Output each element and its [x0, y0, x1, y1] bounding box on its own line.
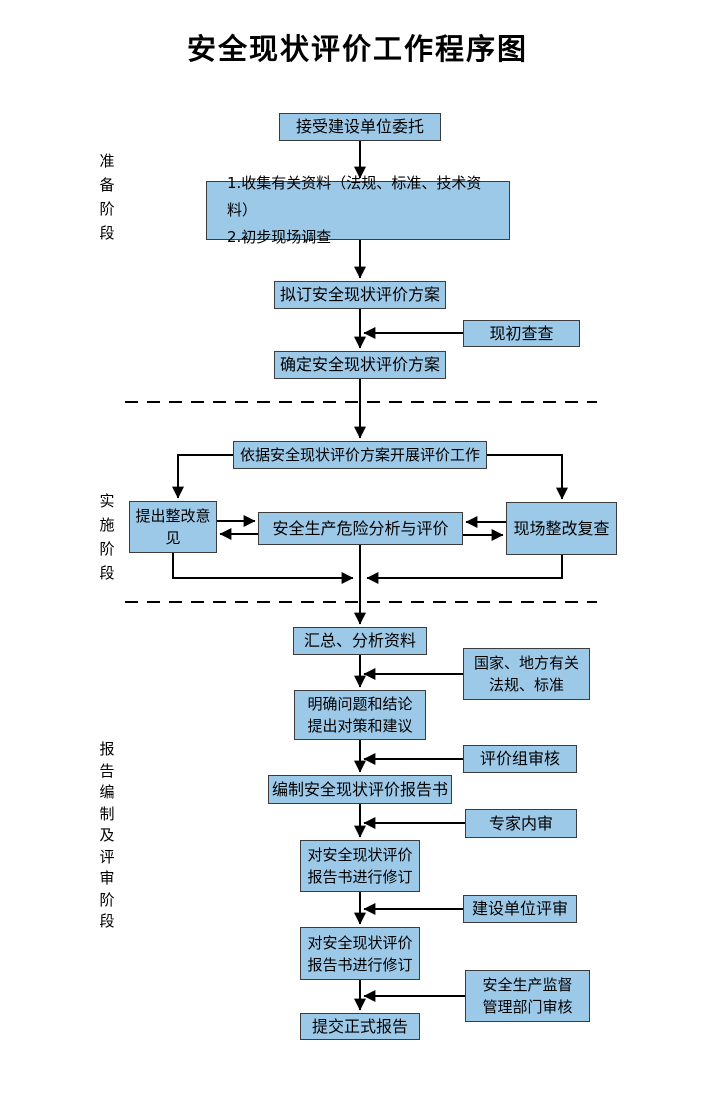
phase-label-reporting: 报告编制及评审阶段 — [99, 740, 115, 930]
node-summarize-analyze: 汇总、分析资料 — [293, 627, 427, 655]
node-compile-label: 编制安全现状评价报告书 — [271, 779, 448, 799]
node-risk-analysis: 安全生产危险分析与评价 — [258, 512, 463, 545]
node-revise1-line1: 对安全现状评价 — [307, 846, 413, 864]
diagram-title: 安全现状评价工作程序图 — [186, 32, 528, 66]
node-revise-report-2: 对安全现状评价 报告书进行修订 — [300, 927, 420, 980]
connector-carryout-recheck — [487, 454, 568, 500]
node-client-review-label: 建设单位评审 — [471, 899, 568, 918]
node-site-recheck-label: 现场整改复查 — [513, 518, 610, 538]
node-collect-materials: 1.收集有关资料（法规、标准、技术资料） 2.初步现场调查 — [206, 174, 510, 246]
connector-carryout-propose — [172, 454, 233, 499]
node-laws-line2: 法规、标准 — [488, 676, 564, 694]
node-propose-label: 提出整改意见 — [135, 507, 211, 547]
node-carry-out-evaluation: 依据安全现状评价方案开展评价工作 — [233, 441, 487, 469]
node-clarify-line1: 明确问题和结论 — [307, 695, 413, 713]
node-clarify-conclusions: 明确问题和结论 提出对策和建议 — [294, 690, 426, 740]
connector-recheck-merge — [366, 555, 563, 584]
node-group-review: 评价组审核 — [463, 745, 577, 773]
node-confirm-plan: 确定安全现状评价方案 — [274, 351, 446, 379]
node-submit-report: 提交正式报告 — [300, 1013, 420, 1040]
node-expert-review-label: 专家内审 — [488, 813, 553, 833]
node-revise1-line2: 报告书进行修订 — [307, 868, 413, 886]
node-draft-plan: 拟订安全现状评价方案 — [274, 281, 446, 309]
node-draft-plan-label: 拟订安全现状评价方案 — [279, 285, 440, 304]
node-authority-line1: 安全生产监督 — [482, 976, 573, 994]
node-submit-label: 提交正式报告 — [311, 1016, 408, 1036]
phase-label-implementation: 实施阶段 — [99, 492, 115, 582]
node-confirm-plan-label: 确定安全现状评价方案 — [279, 355, 440, 374]
node-revise-report-1: 对安全现状评价 报告书进行修订 — [300, 840, 420, 892]
node-site-recheck: 现场整改复查 — [506, 502, 617, 555]
node-collect-line1: 1.收集有关资料（法规、标准、技术资料） — [227, 174, 482, 219]
node-expert-review: 专家内审 — [465, 809, 577, 838]
node-clarify-line2: 提出对策和建议 — [307, 717, 413, 735]
node-carry-out-label: 依据安全现状评价方案开展评价工作 — [239, 446, 480, 464]
node-laws-line1: 国家、地方有关 — [473, 654, 579, 672]
node-initial-check: 现初查查 — [463, 320, 580, 347]
node-propose-rectification: 提出整改意见 — [129, 501, 217, 553]
node-risk-analysis-label: 安全生产危险分析与评价 — [272, 518, 449, 538]
node-authority-line2: 管理部门审核 — [482, 998, 573, 1016]
node-group-review-label: 评价组审核 — [479, 749, 560, 768]
node-revise2-line1: 对安全现状评价 — [307, 933, 413, 952]
node-client-review: 建设单位评审 — [463, 895, 577, 923]
node-authority-review: 安全生产监督 管理部门审核 — [465, 970, 590, 1022]
node-summarize-label: 汇总、分析资料 — [303, 631, 416, 650]
node-initial-check-label: 现初查查 — [489, 323, 554, 343]
node-collect-line2: 2.初步现场调查 — [227, 228, 332, 246]
node-accept-label: 接受建设单位委托 — [295, 117, 424, 136]
node-national-laws: 国家、地方有关 法规、标准 — [463, 648, 590, 700]
node-accept-commission: 接受建设单位委托 — [279, 113, 441, 141]
node-compile-report: 编制安全现状评价报告书 — [268, 775, 452, 804]
connector-propose-merge — [172, 553, 354, 584]
node-revise2-line2: 报告书进行修订 — [307, 955, 413, 974]
phase-label-preparation: 准备阶段 — [99, 152, 115, 242]
